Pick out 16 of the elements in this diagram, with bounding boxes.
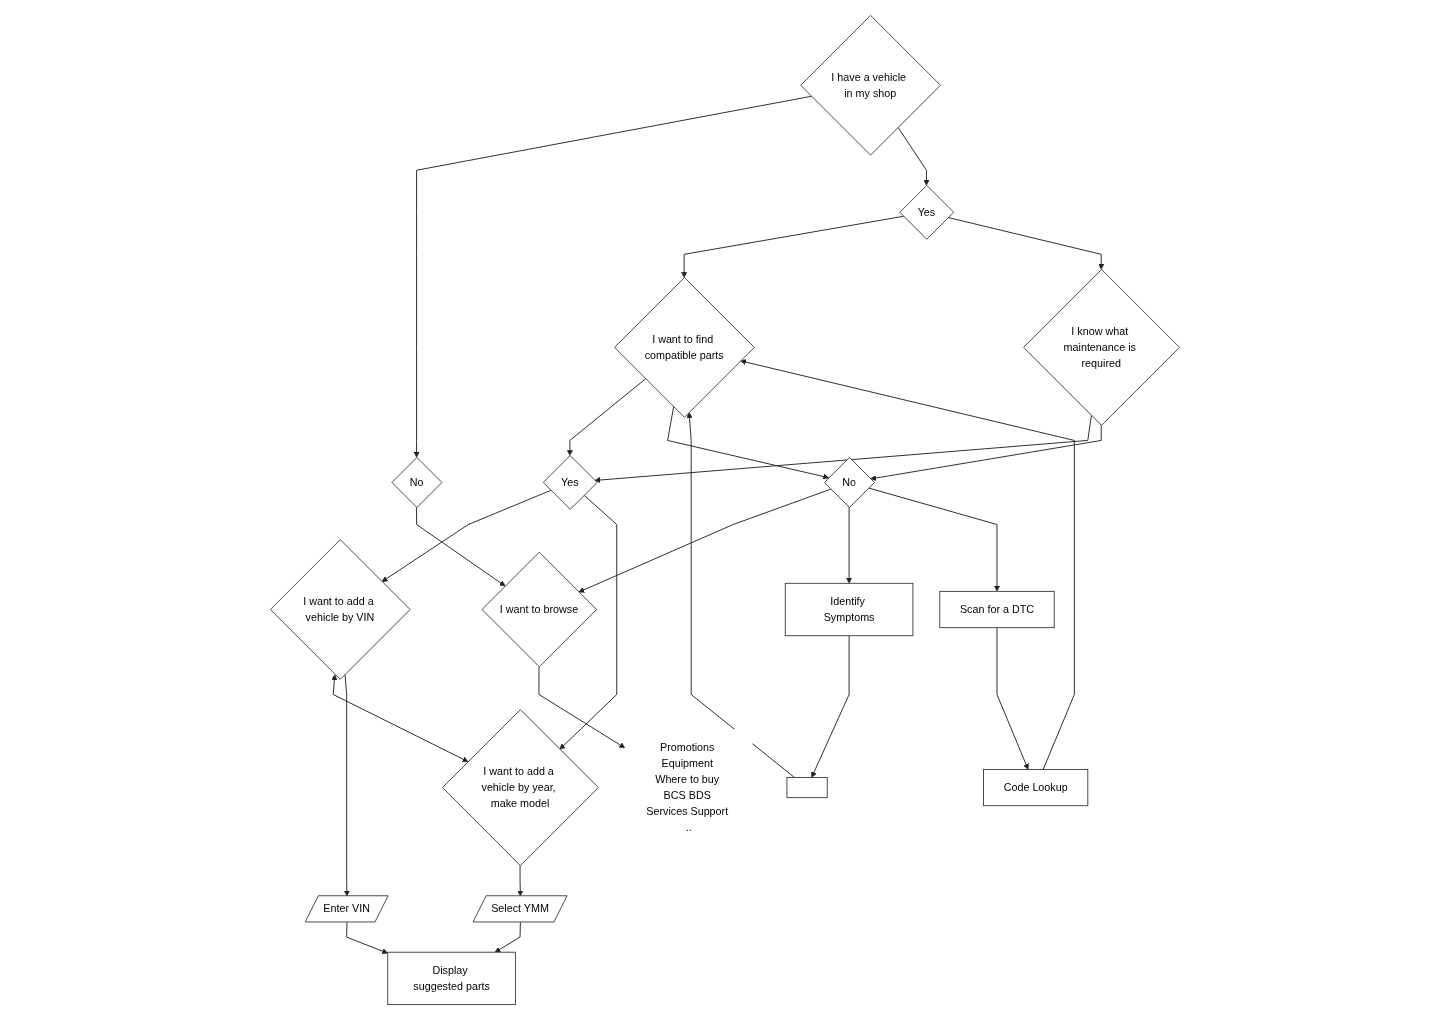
node-box: Code Lookup (983, 769, 1089, 807)
node-diamond: No (391, 457, 443, 508)
node-diamond: I have a vehicle in my shop (800, 14, 941, 156)
node-diamond: I want to browse (481, 551, 598, 668)
node-diamond: Yes (899, 184, 955, 240)
node-box: Scan for a DTC (939, 590, 1055, 629)
node-box: Display suggested parts (387, 951, 516, 1006)
node-box: Identify Symptoms (784, 582, 914, 637)
node-box (786, 777, 828, 799)
node-diamond: No (824, 457, 875, 508)
node-diamond: I want to add a vehicle by VIN (270, 539, 411, 680)
node-diamond: I want to add a vehicle by year, make model (442, 709, 599, 866)
node-diamond: Yes (542, 455, 598, 510)
node-diamond: I want to find compatible parts (614, 277, 755, 418)
node-text: Promotions Equipment Where to buy BCS BDS Services Support .. (646, 741, 729, 834)
node-diamond: I know what maintenance is required (1023, 269, 1180, 426)
